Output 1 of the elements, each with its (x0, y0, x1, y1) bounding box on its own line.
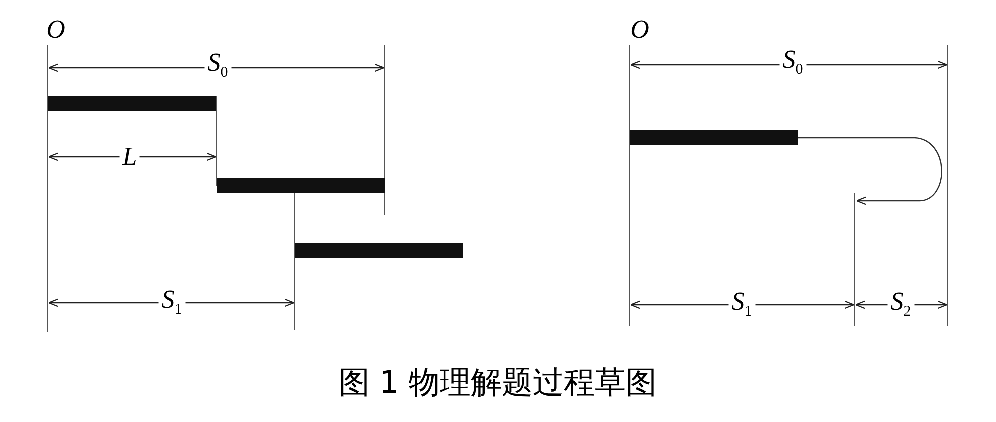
figure-caption: 图 1 物理解题过程草图 (338, 364, 658, 403)
